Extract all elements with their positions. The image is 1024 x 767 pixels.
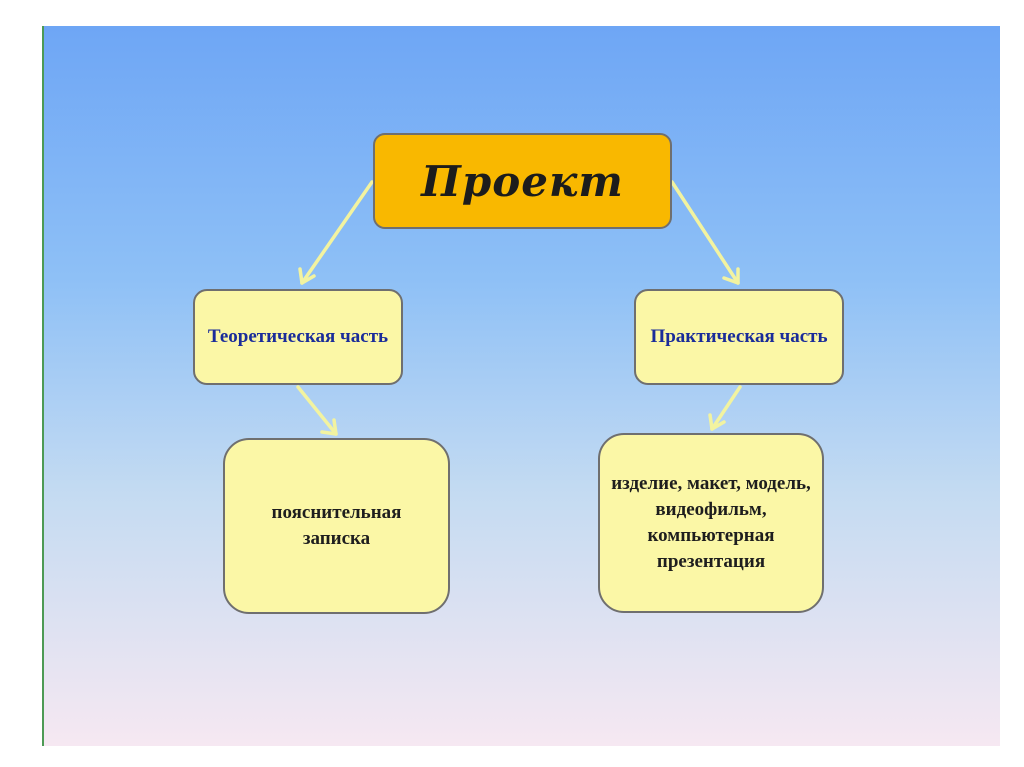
leaf-node-product-label: изделие, макет, модель, видеофильм, комп…	[611, 473, 811, 572]
arrow-root-to-theory	[300, 180, 374, 285]
arrow-theory-to-note	[296, 385, 338, 436]
branch-node-theory: Теоретическая часть	[193, 289, 403, 385]
arrowhead-practice-to-product	[708, 413, 726, 431]
leaf-node-product: изделие, макет, модель, видеофильм, комп…	[598, 433, 824, 613]
root-node-project: Проект	[373, 133, 672, 229]
arrowhead-theory-to-note	[320, 418, 338, 436]
leaf-node-explanatory-note: пояснительная записка	[223, 438, 450, 614]
arrow-practice-to-product	[710, 385, 742, 431]
arrowhead-root-to-theory	[298, 267, 316, 285]
slide-edge	[42, 26, 45, 746]
branch-node-theory-label: Теоретическая часть	[207, 326, 389, 347]
arrowhead-root-to-practice	[722, 267, 740, 285]
leaf-node-explanatory-note-label: пояснительная записка	[271, 502, 402, 549]
arrow-root-to-practice	[670, 180, 740, 285]
branch-node-practice: Практическая часть	[634, 289, 844, 385]
branch-node-practice-label: Практическая часть	[650, 326, 828, 347]
root-node-label: Проект	[421, 156, 624, 206]
